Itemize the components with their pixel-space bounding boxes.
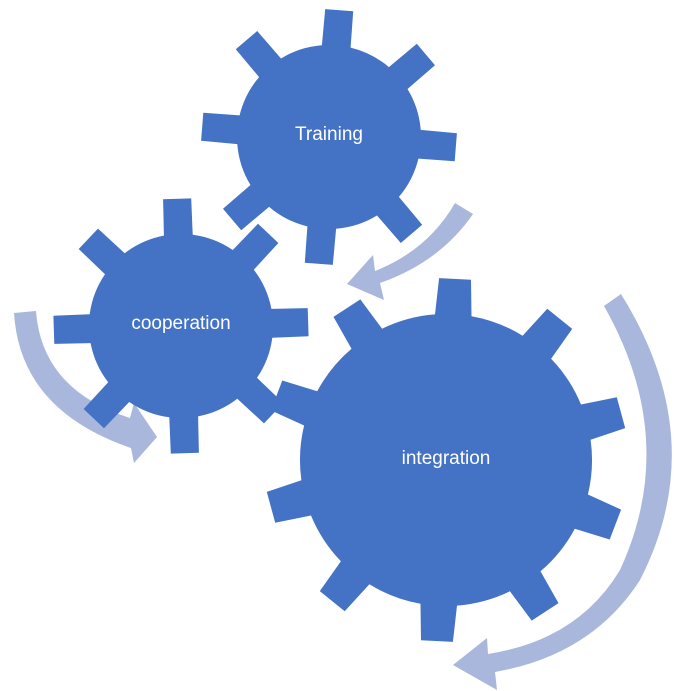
gear-integration: integration bbox=[266, 278, 626, 642]
cooperation-to-integration-arrow bbox=[14, 311, 157, 463]
gear-icon bbox=[53, 198, 309, 454]
gear-label-integration: integration bbox=[402, 448, 491, 469]
gear-icon bbox=[201, 9, 457, 265]
training-to-cooperation-arrow bbox=[347, 203, 473, 300]
gear-label-training: Training bbox=[295, 124, 363, 145]
gear-icon bbox=[266, 278, 626, 642]
gear-cooperation: cooperation bbox=[53, 198, 309, 454]
gear-label-cooperation: cooperation bbox=[131, 313, 230, 334]
arrows-layer bbox=[14, 203, 672, 690]
gear-training: Training bbox=[201, 9, 457, 265]
integration-rotation-arrow bbox=[453, 294, 672, 690]
